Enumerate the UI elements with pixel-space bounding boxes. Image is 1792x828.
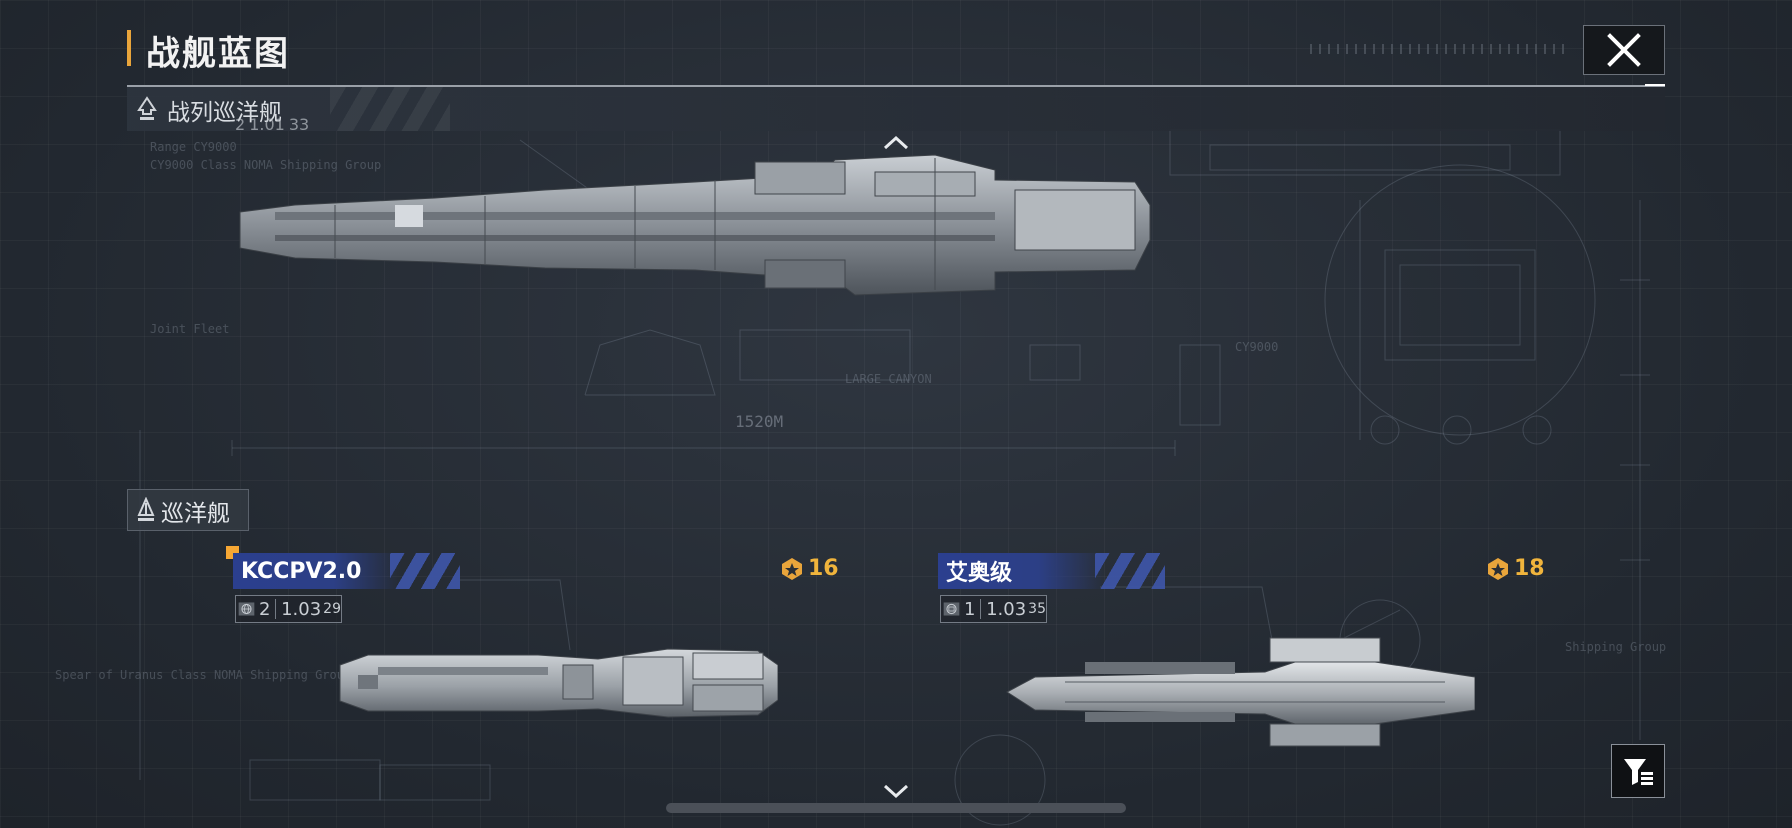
horizontal-scrollbar[interactable] — [666, 803, 1126, 813]
ship-name: KCCPV2.0 — [241, 558, 362, 584]
cruiser-class-icon — [137, 497, 155, 521]
ship-level: 18 — [1486, 556, 1545, 581]
blueprint-text: Spear of Uranus Class NOMA Shipping Grou… — [55, 668, 352, 682]
page-title: 战舰蓝图 — [146, 34, 290, 74]
filter-icon — [1624, 759, 1653, 785]
ship-count: 1 — [963, 598, 976, 620]
stats-separator — [275, 599, 277, 619]
battlecruiser-class-icon — [137, 96, 157, 120]
filter-button[interactable] — [1611, 744, 1665, 798]
cruiser-section-header — [127, 489, 249, 531]
ship-length-label: 1520M — [735, 412, 784, 431]
blueprint-text: CY9000 Class NOMA Shipping Group — [150, 158, 382, 172]
blueprint-text: Shipping Group — [1565, 640, 1667, 654]
ship-name: 艾奥级 — [946, 561, 1013, 586]
ship-level-value: 16 — [808, 556, 839, 581]
stats-version: 1.01 — [249, 115, 285, 134]
stats-count: 2 — [235, 115, 246, 134]
blueprint-text: Range CY9000 — [150, 140, 237, 154]
blueprint-text: LARGE CANYON — [845, 372, 932, 386]
io-class-ship[interactable] — [1005, 632, 1475, 752]
ship-version: 1.03 — [281, 598, 322, 620]
ship-stats: 2 1.03 29 — [235, 595, 342, 623]
chevron-up-icon[interactable] — [882, 134, 910, 152]
close-icon — [1607, 33, 1641, 67]
ship-level-value: 18 — [1514, 556, 1545, 581]
rank-badge-icon — [1488, 557, 1508, 580]
blueprint-text: Joint Fleet — [150, 322, 230, 336]
title-accent-bar — [127, 30, 131, 66]
ship-level: 16 — [780, 556, 839, 581]
stats-sub: 33 — [288, 115, 310, 134]
header-tick-decoration — [1310, 44, 1570, 54]
faction-icon — [943, 602, 960, 616]
ship-version: 1.03 — [986, 598, 1027, 620]
category-label: 战列巡洋舰 — [167, 100, 282, 126]
ship-tag-stripes — [390, 553, 460, 589]
cruiser-section-label: 巡洋舰 — [161, 501, 230, 527]
chevron-down-icon[interactable] — [882, 782, 910, 800]
ship-name-tag[interactable]: 艾奥级 — [938, 553, 1106, 589]
rank-badge-icon — [782, 557, 802, 580]
category-divider — [127, 85, 1665, 87]
ship-tag-stripes — [1095, 553, 1165, 589]
ship-sub: 29 — [323, 601, 341, 617]
kccpv-ship[interactable] — [338, 645, 778, 720]
globe-icon — [238, 602, 255, 616]
ship-count: 2 — [258, 598, 271, 620]
featured-ship-stats: 2 1.01 33 — [235, 115, 309, 134]
ship-name-tag[interactable]: KCCPV2.0 — [233, 553, 401, 589]
ship-stats: 1 1.03 35 — [940, 595, 1047, 623]
stats-separator — [980, 599, 982, 619]
close-button[interactable] — [1583, 25, 1665, 75]
ship-sub: 35 — [1028, 601, 1046, 617]
category-header — [127, 87, 1665, 131]
category-corner — [1645, 84, 1665, 86]
blueprint-text: CY9000 — [1235, 340, 1279, 354]
category-stripes — [330, 87, 450, 131]
featured-battlecruiser-ship[interactable] — [235, 150, 1155, 340]
